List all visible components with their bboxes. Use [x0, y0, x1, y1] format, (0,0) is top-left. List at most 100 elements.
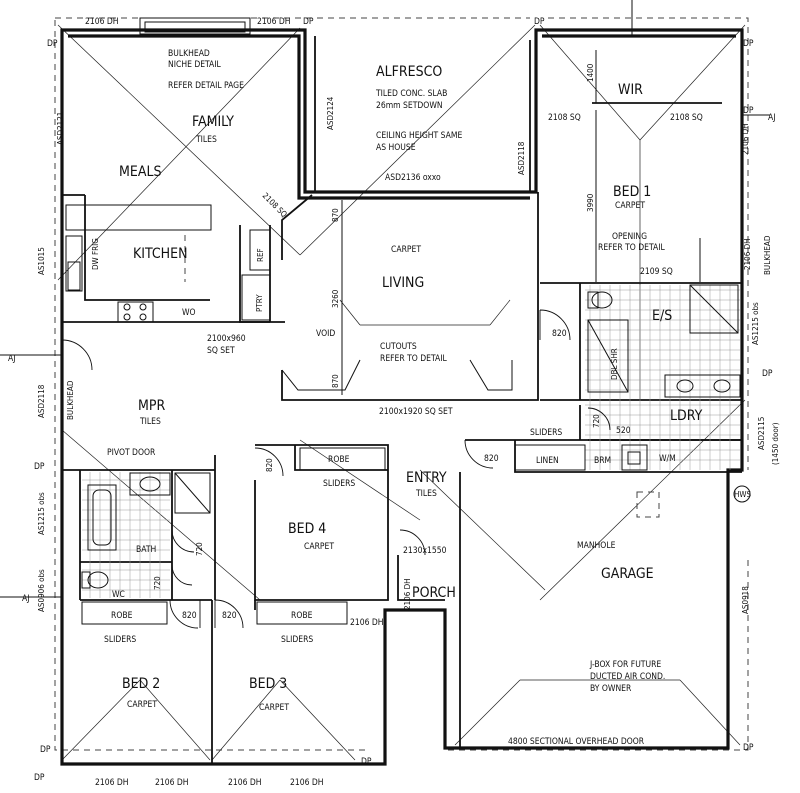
window-label: DP [47, 39, 58, 49]
dim-820-entry: 820 [484, 454, 499, 464]
room-wir-label: WIR [618, 82, 643, 98]
window-label: 2106 DH [228, 778, 262, 788]
room-porch-label: PORCH [412, 585, 456, 601]
note-cutouts-2: REFER TO DETAIL [380, 354, 447, 364]
room-bath-label: BATH [136, 545, 156, 555]
note-ptry: PTRY [255, 294, 264, 312]
dim-870-a: 870 [331, 208, 340, 222]
window-label: AS1215 obs [751, 302, 760, 345]
window-label: AS1015 [37, 247, 46, 275]
window-label: 2106 DH [257, 17, 291, 27]
window-label: 2106 DH [290, 778, 324, 788]
window-label: 2108 SQ [548, 113, 581, 123]
window-label: AJ [22, 594, 29, 604]
dim-3990: 3990 [586, 193, 595, 212]
fixtures [65, 204, 751, 625]
dim-720-bath: 720 [195, 542, 204, 556]
dim-3260: 3260 [331, 289, 340, 308]
room-bed2-label: BED 2 [122, 676, 160, 692]
window-label: (1450 door) [771, 422, 780, 465]
window-label: 2106 DH [403, 578, 412, 610]
note-sq-set-1: 2100x960 [207, 334, 246, 344]
room-bed3-label: BED 3 [249, 676, 287, 692]
note-porch-opening: 2130x1550 [403, 546, 447, 556]
note-dbl-shr: DBL SHR [610, 348, 619, 380]
window-label: DP [40, 745, 51, 755]
room-wc-label: WC [112, 590, 125, 600]
room-bed3-finish: CARPET [259, 703, 289, 713]
dim-520: 520 [616, 426, 631, 436]
note-brm: BRM [594, 456, 611, 466]
window-label: AS0918 [741, 586, 750, 614]
room-living-finish: CARPET [391, 245, 421, 255]
note-bulkhead-niche-2: NICHE DETAIL [168, 60, 222, 70]
room-entry-label: ENTRY [406, 470, 447, 486]
note-robe-bed4: ROBE [328, 455, 350, 465]
note-jbox-3: BY OWNER [590, 684, 632, 694]
dim-720-wc: 720 [153, 576, 162, 590]
note-void: VOID [316, 329, 335, 339]
dim-820-mpr: 820 [265, 458, 274, 472]
note-bulkhead-niche-1: BULKHEAD [168, 49, 210, 59]
room-bed4-label: BED 4 [288, 521, 326, 537]
roof-outline [54, 17, 749, 751]
note-jbox-1: J-BOX FOR FUTURE [589, 660, 661, 670]
note-opening-1: OPENING [612, 232, 647, 242]
annotation-labels: BULKHEAD NICHE DETAIL REFER DETAIL PAGE … [66, 49, 772, 747]
window-label: DP [743, 39, 754, 49]
window-label: DP [743, 743, 754, 753]
window-label: AS1215 obs [37, 492, 46, 535]
dim-1400: 1400 [586, 63, 595, 82]
room-meals-label: MEALS [119, 164, 161, 180]
window-label: DP [743, 106, 754, 116]
note-linen: LINEN [536, 456, 559, 466]
window-label: 2106 DH [85, 17, 119, 27]
window-label: 2109 SQ [640, 267, 673, 277]
room-labels: FAMILY TILES MEALS KITCHEN ALFRESCO TILE… [112, 64, 703, 713]
note-bulkhead-right: BULKHEAD [763, 235, 772, 275]
window-label: DP [34, 462, 45, 472]
note-robe-bed2: ROBE [111, 611, 133, 621]
room-bed2-finish: CARPET [127, 700, 157, 710]
window-label: AJ [8, 354, 15, 364]
room-mpr-label: MPR [138, 398, 165, 414]
room-kitchen-label: KITCHEN [133, 246, 188, 262]
window-label: DP [34, 773, 45, 783]
window-label: AJ [768, 113, 775, 123]
tiled-bath [82, 472, 170, 598]
dimension-lines [0, 0, 770, 598]
window-label: AS0906 obs [37, 569, 46, 612]
window-label: 2106 DH [95, 778, 129, 788]
alfresco-note-1: TILED CONC. SLAB [375, 89, 447, 99]
window-label: DP [534, 17, 545, 27]
dim-820-bed2: 820 [182, 611, 197, 621]
note-sliders-bed2: SLIDERS [104, 635, 136, 645]
note-wm: W/M [659, 454, 676, 464]
alfresco-note-2: 26mm SETDOWN [376, 101, 443, 111]
room-garage-label: GARAGE [601, 566, 654, 582]
note-pivot-door: PIVOT DOOR [107, 448, 156, 458]
note-sq-set-2: SQ SET [207, 346, 235, 356]
dim-870-b: 870 [331, 374, 340, 388]
dim-820-bed1: 820 [552, 329, 567, 339]
window-label: ASD2115 [757, 417, 766, 450]
window-label: 2108 SQ [261, 191, 289, 219]
window-label: 2108 SQ [670, 113, 703, 123]
note-sliders-bed4: SLIDERS [323, 479, 355, 489]
note-sq-set-living: 2100x1920 SQ SET [379, 407, 453, 417]
window-label: 2106 DH [350, 618, 384, 628]
note-jbox-2: DUCTED AIR COND. [590, 672, 665, 682]
room-bed1-finish: CARPET [615, 201, 645, 211]
roof-hip-lines [57, 24, 746, 761]
room-ldry-label: LDRY [670, 408, 703, 424]
window-label: ASD2124 [326, 96, 335, 130]
room-family-label: FAMILY [192, 114, 234, 130]
note-manhole: MANHOLE [577, 541, 616, 551]
room-alfresco-label: ALFRESCO [376, 64, 442, 80]
dim-720-ldry: 720 [592, 414, 601, 428]
window-label: 2106 DH [155, 778, 189, 788]
note-sliders-bed3: SLIDERS [281, 635, 313, 645]
room-mpr-finish: TILES [139, 417, 161, 427]
exterior-walls [60, 17, 744, 766]
